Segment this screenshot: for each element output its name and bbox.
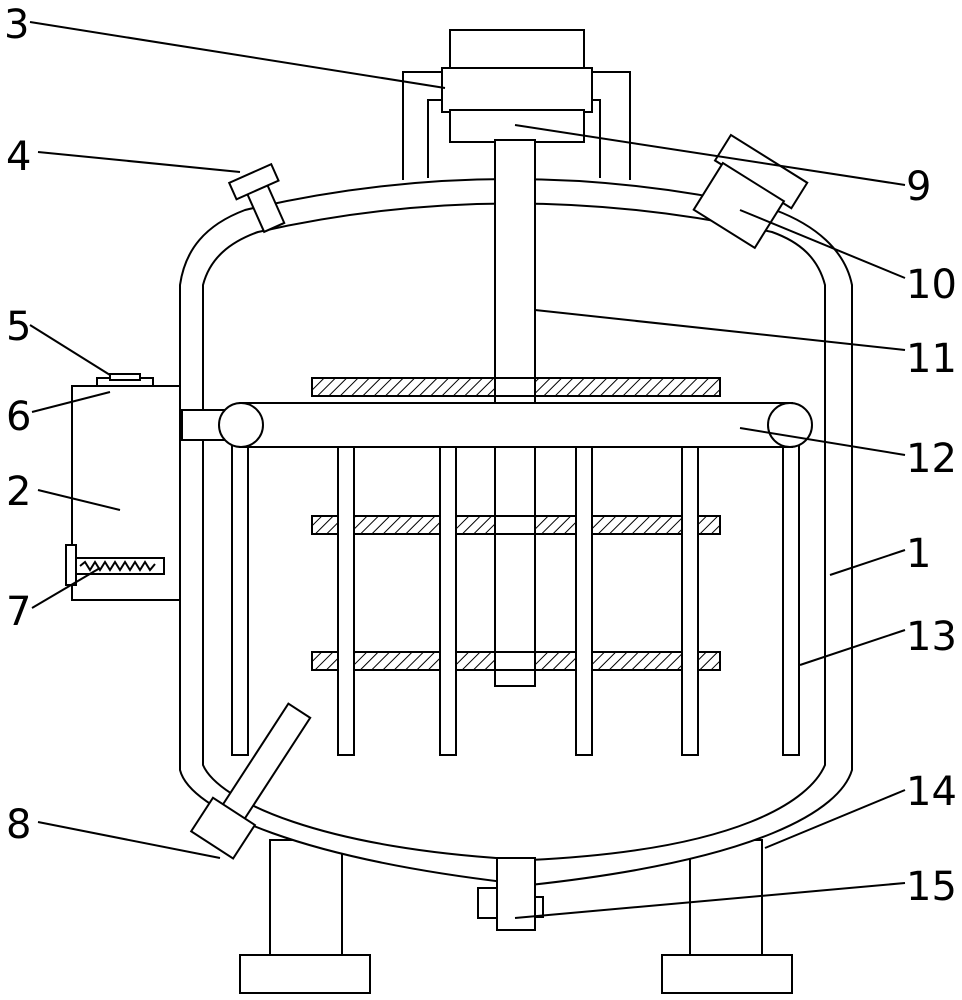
left-leg — [269, 839, 343, 956]
label-2: 2 — [6, 469, 31, 515]
sight-window — [692, 161, 786, 250]
label-13: 13 — [906, 614, 957, 660]
label-8: 8 — [6, 802, 31, 848]
label-11: 11 — [906, 336, 957, 382]
label-4: 4 — [6, 134, 31, 180]
right-roller — [767, 402, 813, 448]
left-foot — [239, 954, 371, 994]
side-box-cap-knob — [109, 373, 141, 381]
sight-window-assembly — [692, 133, 809, 250]
label-7: 7 — [6, 589, 31, 635]
feed-pipe — [227, 162, 286, 234]
label-14: 14 — [906, 769, 957, 815]
side-box — [65, 373, 181, 601]
side-box-handle — [65, 544, 77, 586]
support-legs — [239, 839, 793, 994]
scraper-rods — [231, 444, 800, 756]
label-5: 5 — [6, 304, 31, 350]
label-1: 1 — [906, 531, 931, 577]
motor-top — [449, 29, 585, 71]
motor-body — [441, 67, 593, 113]
left-roller — [218, 402, 264, 448]
crossbar — [239, 402, 793, 448]
right-foot — [661, 954, 793, 994]
label-15: 15 — [906, 864, 957, 910]
label-3: 3 — [4, 2, 29, 48]
discharge-pipe — [189, 702, 312, 860]
label-12: 12 — [906, 436, 957, 482]
crossbar-connector — [181, 409, 225, 441]
label-6: 6 — [6, 394, 31, 440]
leader-lines — [29, 21, 906, 919]
label-9: 9 — [906, 164, 931, 210]
bottom-valve — [477, 857, 544, 931]
label-10: 10 — [906, 262, 957, 308]
